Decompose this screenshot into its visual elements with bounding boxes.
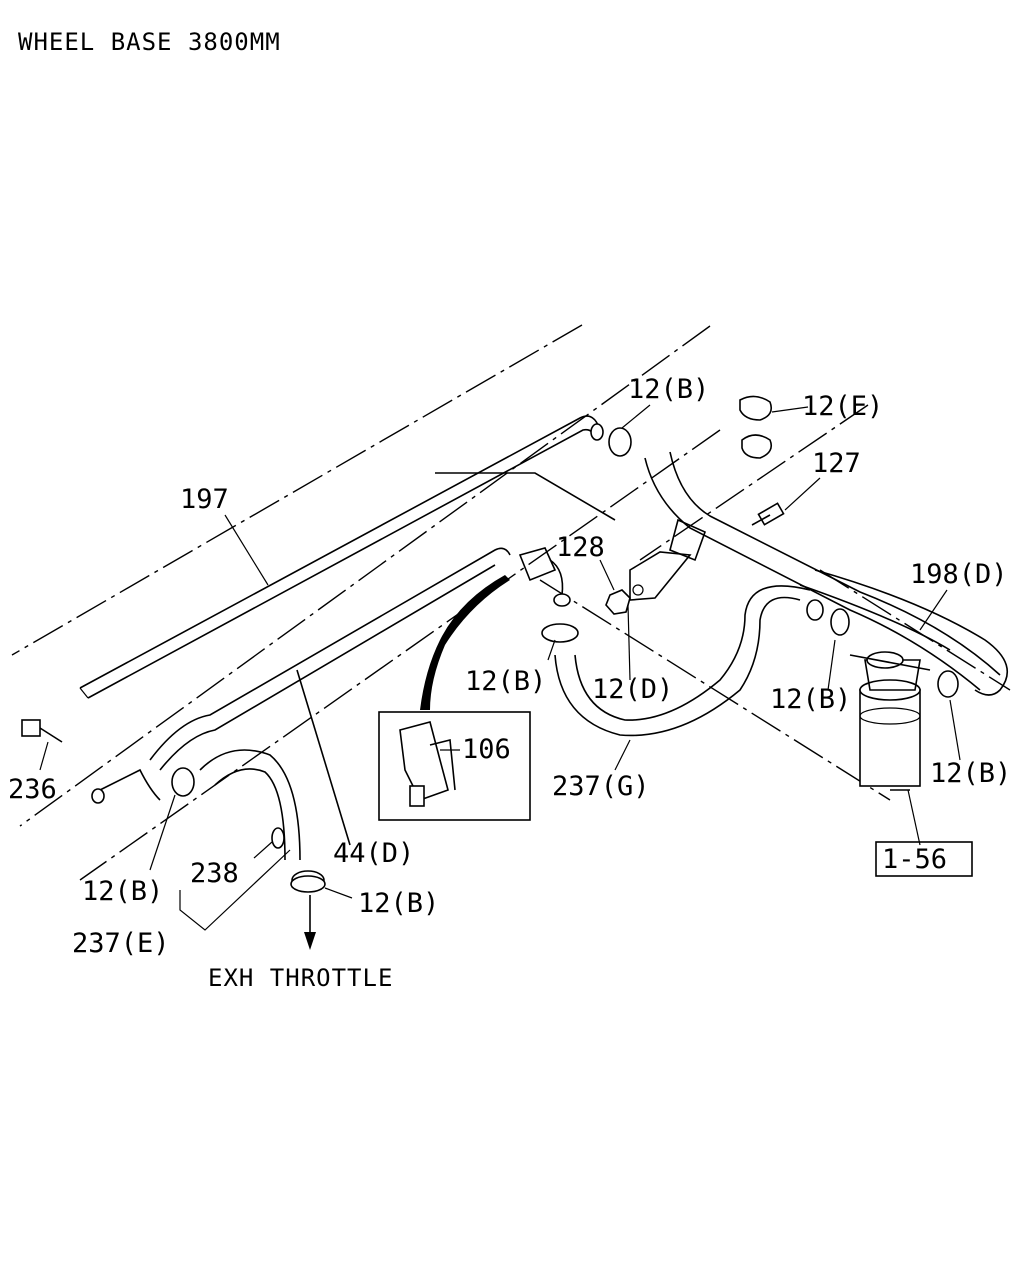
inset-connector-106	[378, 575, 531, 821]
reference-box	[875, 841, 973, 877]
label-238: 238	[190, 858, 239, 889]
nut-icon	[271, 589, 631, 849]
leader-lines	[39, 404, 961, 931]
label-12b-bottom: 12(B)	[358, 888, 439, 919]
label-237g: 237(G)	[552, 771, 650, 802]
hose-clamp-icon	[171, 395, 959, 893]
label-127: 127	[812, 448, 861, 479]
filter-canister-icon	[849, 651, 931, 791]
bracket-12d	[629, 518, 707, 601]
hose-237g	[554, 585, 824, 737]
diagram-title: WHEEL BASE 3800MM	[18, 28, 281, 56]
down-arrow-icon	[304, 895, 316, 950]
pipe-44d	[91, 547, 511, 846]
bolt-icon	[21, 502, 785, 743]
connector-icon	[518, 547, 571, 607]
label-198d: 198(D)	[910, 559, 1008, 590]
label-12d: 12(D)	[592, 674, 673, 705]
label-12b-mid: 12(B)	[465, 666, 546, 697]
label-12b-right2: 12(B)	[930, 758, 1011, 789]
hose-198d	[644, 451, 1009, 696]
label-236: 236	[8, 774, 57, 805]
label-237e: 237(E)	[72, 928, 170, 959]
frame-rails	[11, 324, 1011, 881]
label-12b-right1: 12(B)	[770, 684, 851, 715]
label-12b-left: 12(B)	[82, 876, 163, 907]
label-exh-throttle: EXH THROTTLE	[208, 964, 393, 992]
label-106: 106	[462, 734, 511, 765]
label-44d: 44(D)	[333, 838, 414, 869]
pipe-197	[79, 415, 616, 699]
label-12b-top: 12(B)	[628, 374, 709, 405]
label-12e: 12(E)	[802, 391, 883, 422]
reference-box-label: 1-56	[882, 844, 947, 875]
label-128: 128	[556, 532, 605, 563]
label-197: 197	[180, 484, 229, 515]
